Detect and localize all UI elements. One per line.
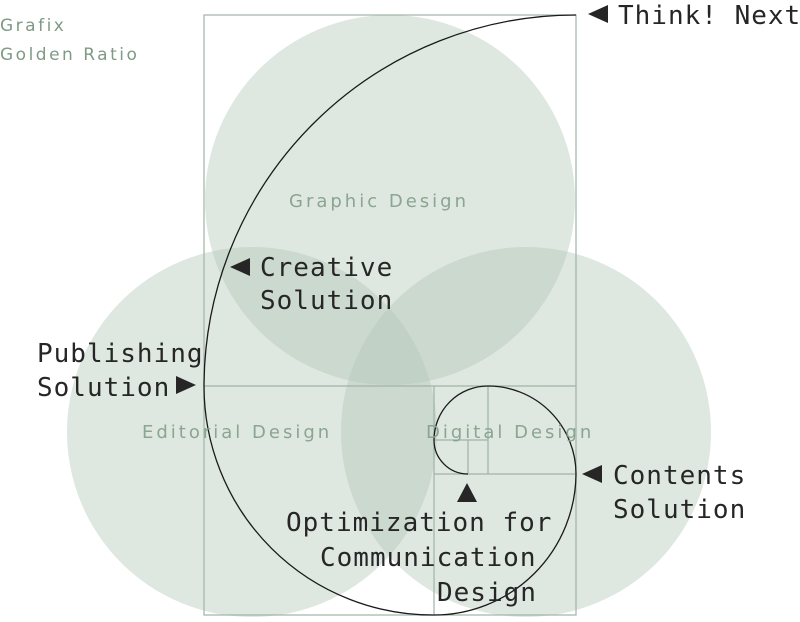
optimization-label-line2: Communication [320, 543, 537, 573]
contents-arrow-icon [582, 465, 602, 483]
contents-label-line1: Contents [613, 461, 746, 491]
contents-label-line2: Solution [613, 495, 746, 525]
callout-arrows [176, 5, 608, 502]
think-next-arrow-icon [588, 5, 608, 23]
graphic-design-label: Graphic Design [289, 191, 469, 212]
publishing-label-line1: Publishing [37, 339, 204, 369]
creative-label-line1: Creative [260, 253, 393, 283]
brand-subtitle: Golden Ratio [0, 45, 140, 65]
creative-label-line2: Solution [260, 286, 393, 316]
publishing-label-line2: Solution [37, 373, 170, 403]
creative-arrow-icon [230, 258, 250, 276]
optimization-arrow-icon [457, 483, 477, 502]
publishing-arrow-icon [176, 376, 196, 394]
think-next-label: Think! Next. [618, 1, 800, 31]
optimization-label-line3: Design [437, 578, 537, 608]
editorial-design-label: Editorial Design [142, 422, 332, 443]
editorial-design-circle [67, 247, 437, 617]
brand-name: Grafix [0, 16, 67, 36]
brand-block: Grafix Golden Ratio [0, 12, 139, 70]
golden-spiral [203, 14, 577, 616]
graphic-design-circle [205, 15, 575, 385]
golden-ratio-frame [203, 14, 577, 616]
digital-design-label: Digital Design [426, 422, 594, 443]
optimization-label-line1: Optimization for [286, 508, 552, 538]
